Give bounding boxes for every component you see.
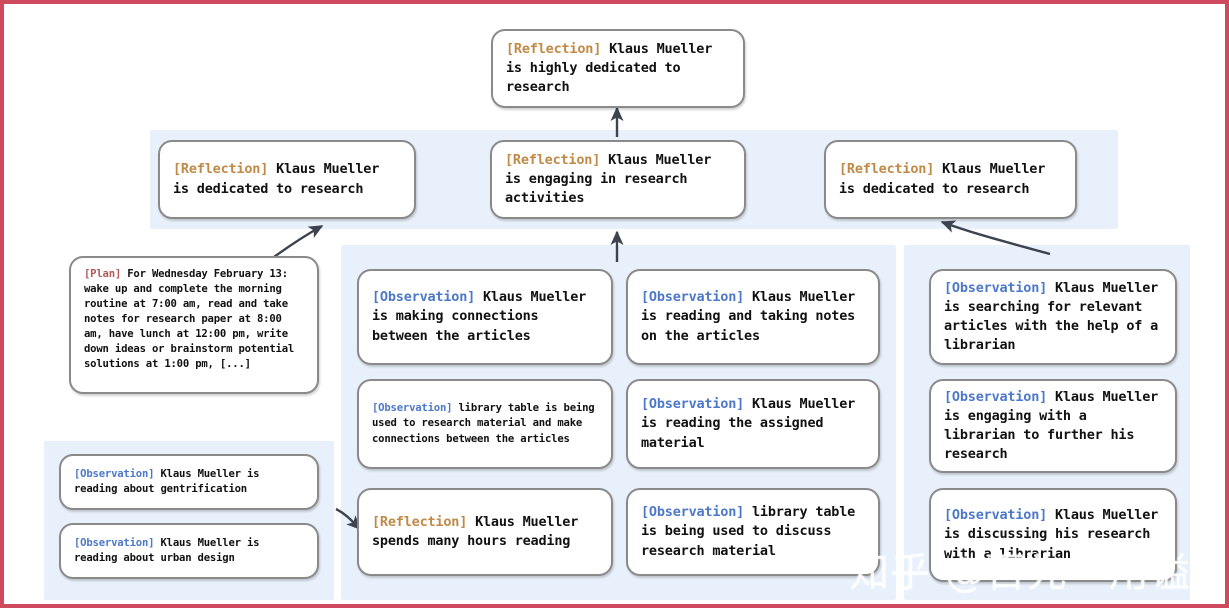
- node-body: For Wednesday February 13: wake up and c…: [84, 268, 301, 371]
- node-body: library table is being used to research …: [372, 402, 601, 445]
- node-body: Klaus Mueller spends many hours reading: [372, 513, 587, 549]
- reflection-tag: [Reflection]: [506, 40, 602, 57]
- node-body: Klaus Mueller is reading and taking note…: [641, 289, 863, 344]
- node-text: [Observation] Klaus Mueller is reading a…: [641, 288, 865, 345]
- node-body: Klaus Mueller is reading the assigned ma…: [641, 396, 863, 451]
- node-body: Klaus Mueller is making connections betw…: [372, 289, 594, 344]
- node-reflection-hours-reading[interactable]: [Reflection] Klaus Mueller spends many h…: [357, 488, 613, 576]
- reflection-tag: [Reflection]: [505, 151, 601, 168]
- node-observation-urban-design[interactable]: [Observation] Klaus Mueller is reading a…: [59, 523, 319, 579]
- node-observation-library-table-discuss[interactable]: [Observation] library table is being use…: [626, 488, 880, 576]
- node-body: Klaus Mueller is engaging with a librari…: [944, 388, 1166, 463]
- node-observation-gentrification[interactable]: [Observation] Klaus Mueller is reading a…: [59, 454, 319, 510]
- observation-tag: [Observation]: [74, 536, 155, 549]
- node-text: [Reflection] Klaus Mueller is dedicated …: [839, 160, 1062, 198]
- node-body: Klaus Mueller is discussing his research…: [944, 507, 1166, 562]
- node-body: Klaus Mueller is reading about urban des…: [74, 536, 266, 564]
- observation-tag: [Observation]: [641, 289, 745, 306]
- observation-tag: [Observation]: [944, 388, 1048, 405]
- node-text: [Observation] Klaus Mueller is discussin…: [944, 506, 1162, 563]
- node-text: [Reflection] Klaus Mueller is engaging i…: [505, 151, 731, 208]
- node-body: Klaus Mueller is engaging in research ac…: [505, 151, 720, 207]
- reflection-tag: [Reflection]: [173, 161, 269, 178]
- node-text: [Observation] library table is being use…: [372, 401, 598, 446]
- node-reflection-left[interactable]: [Reflection] Klaus Mueller is dedicated …: [158, 140, 416, 219]
- observation-tag: [Observation]: [372, 289, 476, 306]
- node-text: [Observation] library table is being use…: [641, 503, 865, 560]
- node-observation-engaging-librarian[interactable]: [Observation] Klaus Mueller is engaging …: [929, 379, 1177, 473]
- node-text: [Observation] Klaus Mueller is reading a…: [74, 467, 304, 497]
- node-observation-searching-articles[interactable]: [Observation] Klaus Mueller is searching…: [929, 269, 1177, 365]
- node-text: [Reflection] Klaus Mueller is highly ded…: [506, 40, 730, 97]
- observation-tag: [Observation]: [641, 504, 745, 521]
- node-observation-library-table-connections[interactable]: [Observation] library table is being use…: [357, 379, 613, 469]
- observation-tag: [Observation]: [372, 402, 453, 415]
- node-reflection-right[interactable]: [Reflection] Klaus Mueller is dedicated …: [824, 140, 1077, 219]
- node-body: Klaus Mueller is dedicated to research: [173, 161, 388, 197]
- node-root-reflection[interactable]: [Reflection] Klaus Mueller is highly ded…: [491, 29, 745, 108]
- observation-tag: [Observation]: [944, 279, 1048, 296]
- node-text: [Reflection] Klaus Mueller is dedicated …: [173, 160, 401, 198]
- node-reflection-center[interactable]: [Reflection] Klaus Mueller is engaging i…: [490, 140, 746, 219]
- reflection-tag: [Reflection]: [372, 513, 468, 530]
- node-observation-taking-notes[interactable]: [Observation] Klaus Mueller is reading a…: [626, 269, 880, 365]
- plan-tag: [Plan]: [84, 268, 122, 280]
- node-text: [Observation] Klaus Mueller is searching…: [944, 279, 1162, 356]
- node-text: [Reflection] Klaus Mueller spends many h…: [372, 513, 598, 551]
- node-text: [Observation] Klaus Mueller is reading t…: [641, 395, 865, 452]
- node-body: Klaus Mueller is reading about gentrific…: [74, 467, 266, 495]
- node-body: Klaus Mueller is highly dedicated to res…: [506, 40, 721, 96]
- node-observation-assigned-material[interactable]: [Observation] Klaus Mueller is reading t…: [626, 379, 880, 469]
- observation-tag: [Observation]: [641, 396, 745, 413]
- node-body: library table is being used to discuss r…: [641, 504, 863, 559]
- node-text: [Plan] For Wednesday February 13: wake u…: [84, 267, 304, 372]
- node-observation-connections[interactable]: [Observation] Klaus Mueller is making co…: [357, 269, 613, 365]
- reflection-tag: [Reflection]: [839, 161, 935, 178]
- node-body: Klaus Mueller is searching for relevant …: [944, 279, 1166, 354]
- node-text: [Observation] Klaus Mueller is reading a…: [74, 536, 304, 566]
- node-body: Klaus Mueller is dedicated to research: [839, 161, 1054, 197]
- observation-tag: [Observation]: [74, 467, 155, 480]
- node-observation-discussing-research[interactable]: [Observation] Klaus Mueller is discussin…: [929, 488, 1177, 582]
- node-text: [Observation] Klaus Mueller is engaging …: [944, 388, 1162, 465]
- node-text: [Observation] Klaus Mueller is making co…: [372, 288, 598, 345]
- observation-tag: [Observation]: [944, 507, 1048, 524]
- node-plan[interactable]: [Plan] For Wednesday February 13: wake u…: [69, 256, 319, 394]
